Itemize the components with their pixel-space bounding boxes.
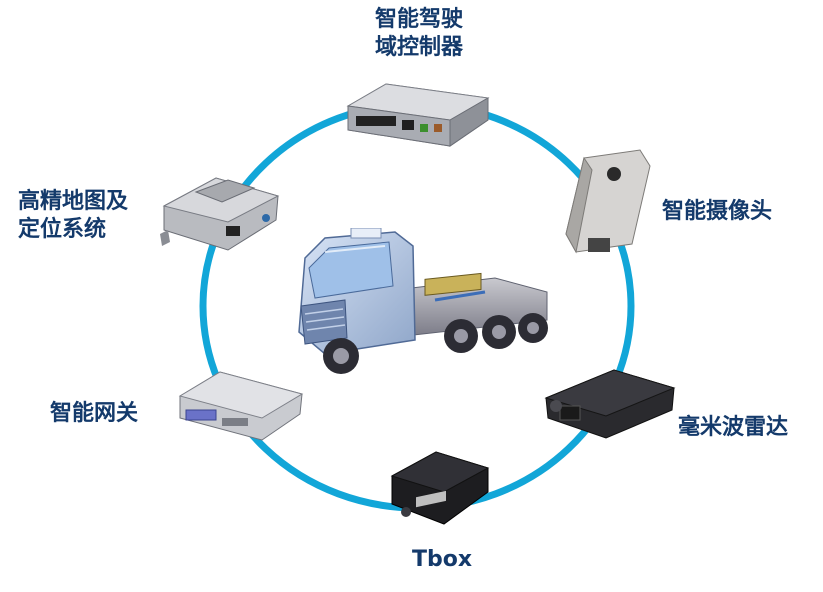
node-label-radar: 毫米波雷达: [678, 415, 789, 440]
gateway-icon: [178, 371, 304, 441]
radar-icon: [544, 369, 676, 439]
node-label-adas: 智能驾驶 域控制器: [374, 7, 463, 60]
node-label-gateway: 智能网关: [50, 401, 139, 426]
node-label-camera: 智能摄像头: [662, 199, 773, 224]
node-label-tbox: Tbox: [411, 547, 473, 572]
domain-controller-icon: [346, 83, 490, 147]
camera-icon: [565, 149, 651, 254]
node-label-hdmap: 高精地图及 定位系统: [18, 189, 129, 242]
hd-map-positioning-icon: [160, 177, 280, 251]
tbox-icon: [390, 451, 490, 525]
truck-icon: [298, 228, 548, 374]
